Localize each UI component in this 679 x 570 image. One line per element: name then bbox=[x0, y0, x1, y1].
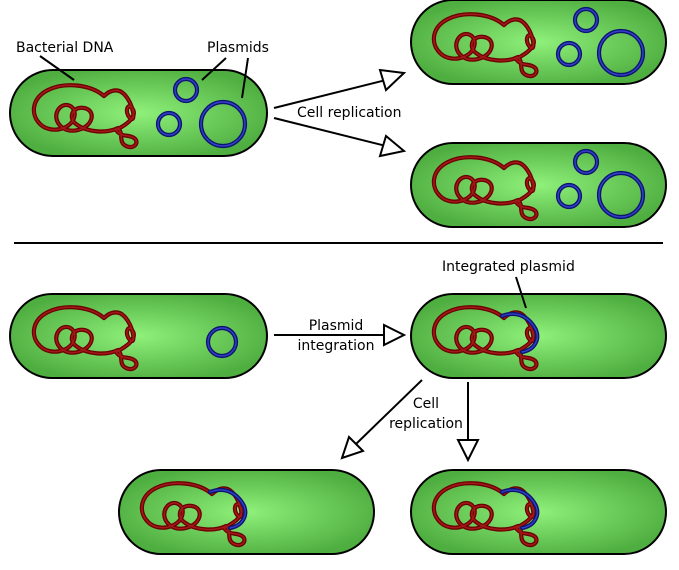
plasmid-large bbox=[198, 99, 248, 149]
daughter-cell-integrated bbox=[118, 469, 375, 555]
plasmid-small bbox=[555, 182, 583, 210]
daughter-cell bbox=[410, 142, 667, 228]
plasmid-integration-label: integration bbox=[298, 338, 375, 354]
cell-replication-label: Cell bbox=[413, 396, 439, 412]
cell-with-plasmid bbox=[9, 293, 268, 379]
replication-arrow-up bbox=[273, 68, 407, 109]
bacterial-dna-leader bbox=[39, 55, 75, 81]
integrated-plasmid-leader bbox=[515, 276, 527, 309]
plasmid-integration-label: Plasmid bbox=[309, 318, 364, 334]
plasmid-large bbox=[596, 170, 646, 220]
cell-replication-label: Cell replication bbox=[297, 105, 401, 121]
integration-arrow bbox=[274, 323, 407, 347]
bacterial-dna-label: Bacterial DNA bbox=[16, 40, 114, 56]
top-panel: Bacterial DNA Plasmids Cell replication bbox=[9, 0, 667, 228]
plasmids-label: Plasmids bbox=[207, 40, 269, 56]
plasmids-leader bbox=[201, 57, 227, 81]
cell-body bbox=[9, 293, 268, 379]
plasmid-small bbox=[205, 325, 239, 359]
replication-arrow-left bbox=[340, 379, 423, 460]
cell-integrated-plasmid bbox=[410, 293, 667, 379]
parent-cell bbox=[9, 69, 268, 157]
plasmid-large bbox=[596, 28, 646, 78]
plasmid-small bbox=[572, 148, 600, 176]
integrated-plasmid-label: Integrated plasmid bbox=[442, 259, 575, 275]
plasmid-small bbox=[572, 6, 600, 34]
bottom-panel: Plasmid integration Integrated plasmid C… bbox=[9, 259, 667, 555]
plasmid-small bbox=[172, 76, 200, 104]
daughter-cell-integrated bbox=[410, 469, 667, 555]
plasmid-small bbox=[555, 40, 583, 68]
cell-replication-label: replication bbox=[389, 416, 463, 432]
plasmid-small bbox=[155, 110, 183, 138]
replication-arrow-down bbox=[273, 117, 407, 158]
plasmids-leader bbox=[241, 57, 249, 99]
replication-arrow-down bbox=[456, 382, 480, 463]
daughter-cell bbox=[410, 0, 667, 85]
cell-body bbox=[9, 69, 268, 157]
